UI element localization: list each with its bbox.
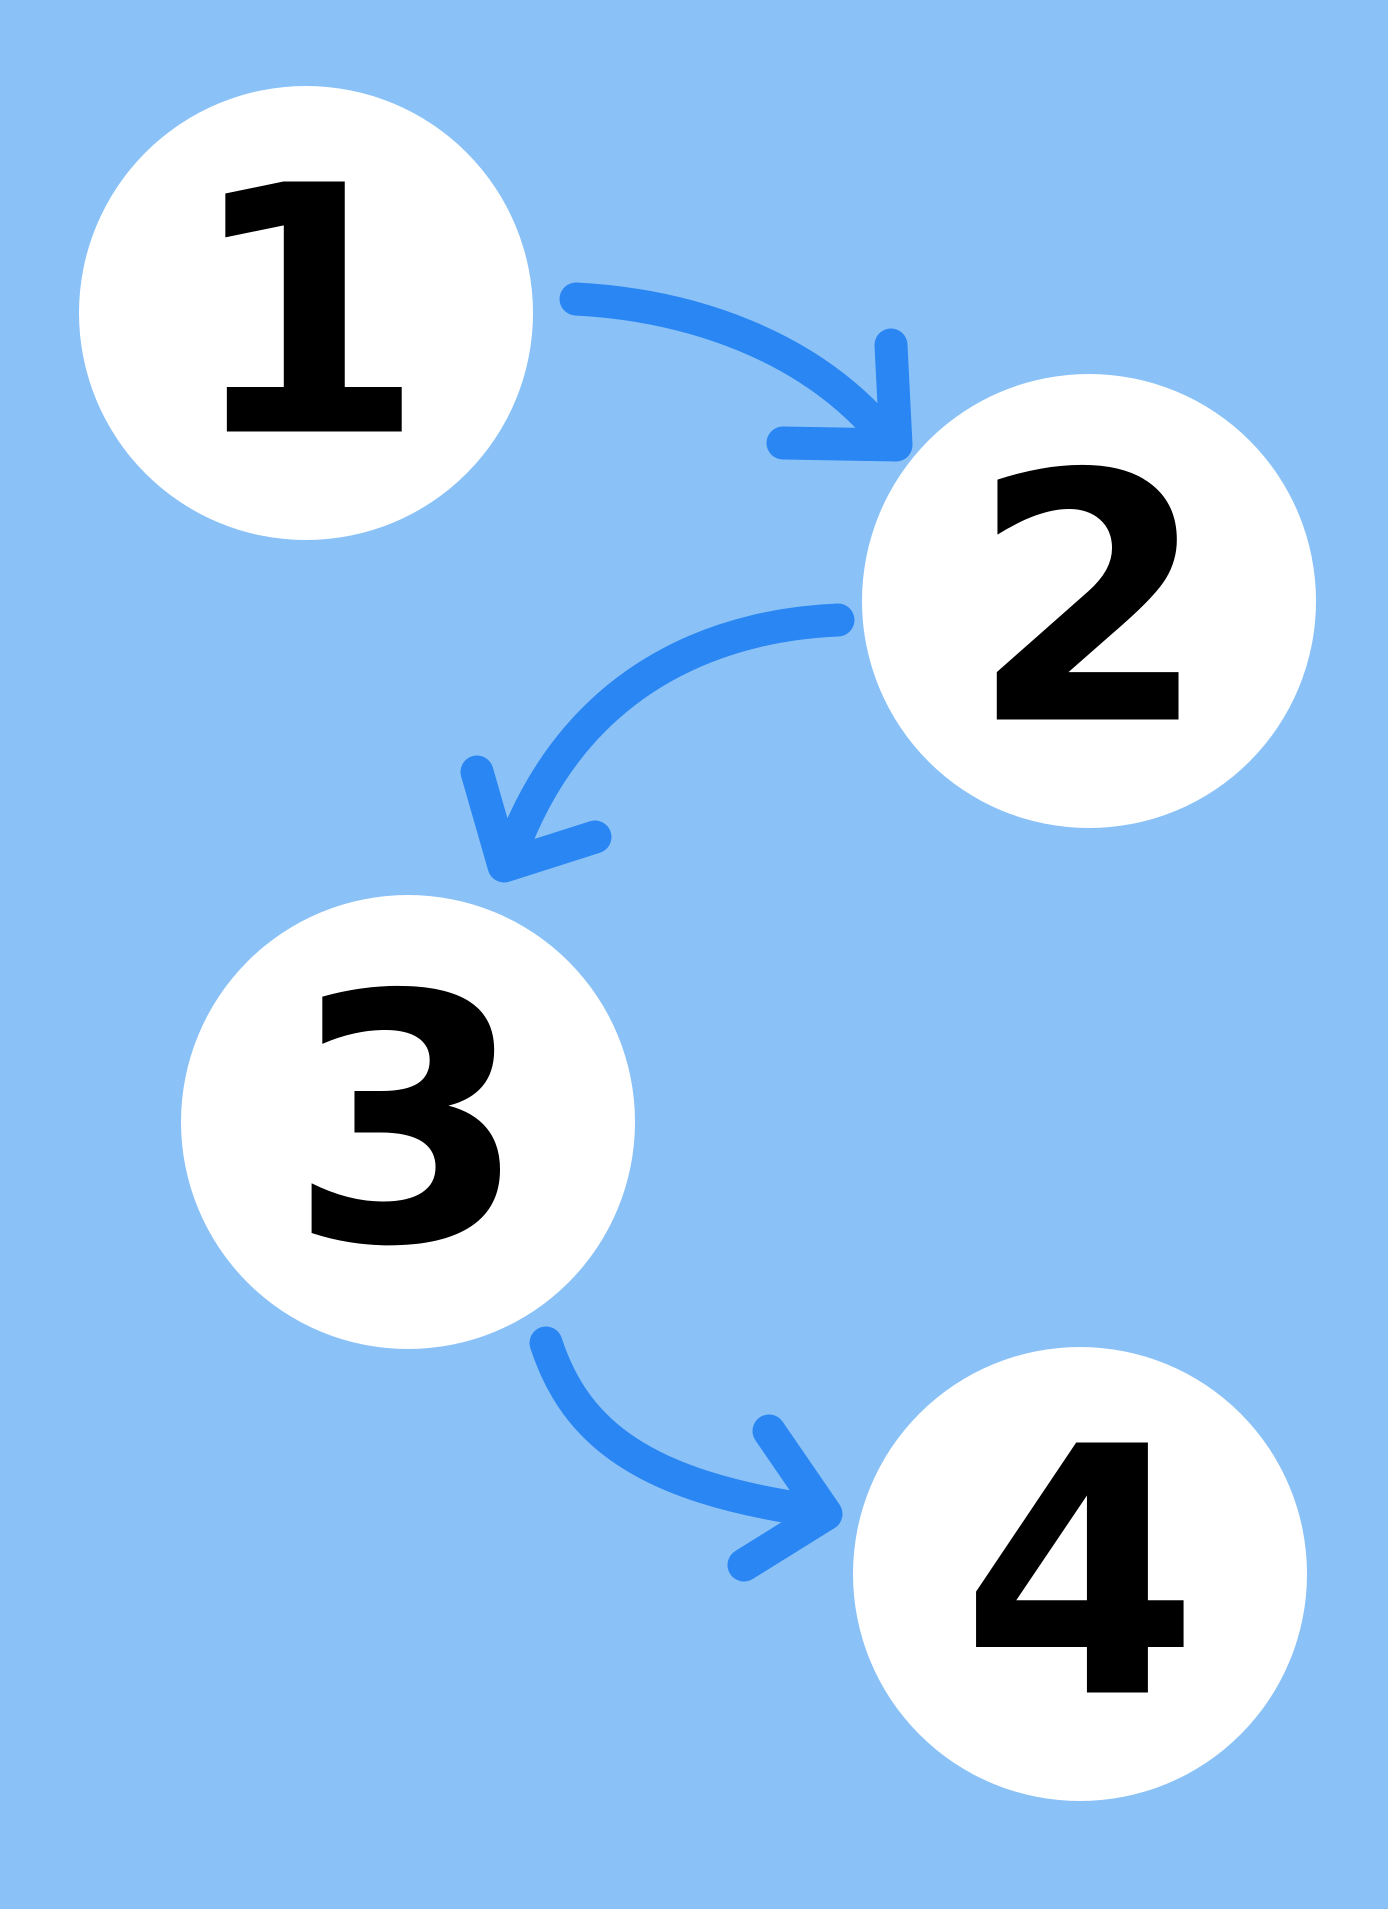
arrow-2-to-3-shaft	[493, 603, 855, 873]
step-3: 3	[181, 895, 635, 1349]
arrow-2-to-3	[460, 603, 855, 883]
step-3-circle	[181, 895, 635, 1349]
step-1-circle	[79, 86, 533, 540]
arrow-3-to-4-shaft	[529, 1326, 833, 1528]
step-1-label: 1	[187, 114, 426, 513]
arrow-1-to-2-shaft	[559, 282, 903, 454]
step-4-circle	[853, 1347, 1307, 1801]
step-2: 2	[862, 374, 1316, 828]
step-2-circle	[862, 374, 1316, 828]
step-1: 1	[79, 86, 533, 540]
step-4: 4	[853, 1347, 1307, 1801]
step-3-label: 3	[289, 923, 528, 1322]
arrow-1-to-2	[559, 282, 913, 462]
step-2-label: 2	[970, 402, 1209, 801]
step-4-label: 4	[961, 1375, 1200, 1774]
arrow-3-to-4-head	[727, 1414, 843, 1582]
arrow-2-to-3-head	[460, 755, 612, 883]
arrow-3-to-4	[529, 1326, 843, 1582]
arrow-1-to-2-head	[766, 328, 913, 462]
